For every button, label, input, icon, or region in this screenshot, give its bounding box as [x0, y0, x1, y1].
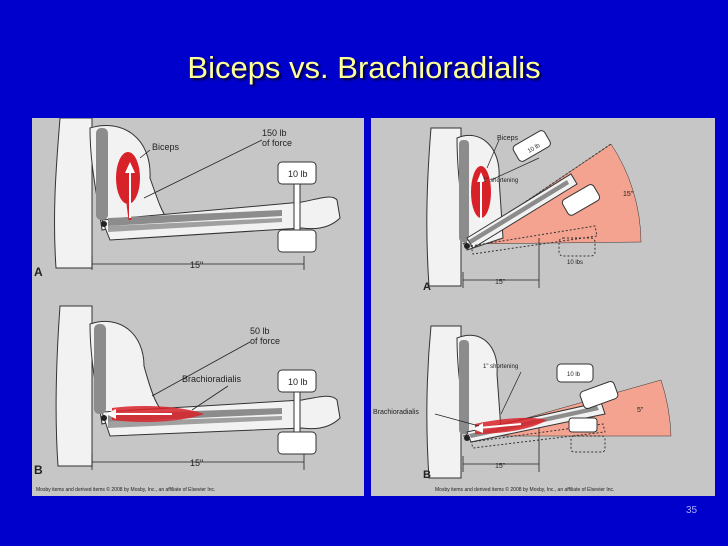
figure-letter-a: A — [34, 265, 43, 279]
radius-bone — [108, 210, 282, 226]
humerus-bone — [459, 340, 469, 434]
copyright-text: Mosby items and derived items © 2008 by … — [435, 486, 614, 493]
dumbbell-plate — [561, 184, 601, 216]
radius-bone — [469, 180, 569, 244]
shortening-label: 1" shortening — [483, 364, 518, 370]
distance-label: 15" — [495, 463, 506, 470]
biceps-pointer — [139, 149, 151, 159]
ulna-bone — [108, 416, 282, 428]
distance-label: 15" — [495, 279, 506, 286]
right-figure-b: 1" shortening Brachioradialis 10 lb 5" 1… — [373, 325, 672, 481]
forearm-start-outline — [470, 423, 606, 449]
weight-label: 10 lb — [288, 377, 308, 387]
weight-label: 10 lb — [288, 169, 308, 179]
force-label-line1: 50 lb — [250, 326, 270, 336]
dumbbell-start-dashed — [570, 435, 606, 453]
arc-label: 5" — [637, 407, 644, 414]
figure-letter-b: B — [34, 463, 43, 477]
copyright-text: Mosby items and derived items © 2008 by … — [36, 486, 215, 493]
biceps-pointer — [486, 139, 500, 169]
right-figure-a: Biceps 1" shortening 10 lb 10 lbs 15" 15… — [423, 127, 642, 293]
figure-letter-b: B — [423, 469, 431, 481]
left-figure-b: Brachioradialis 50 lb of force 10 lb 15"… — [34, 305, 341, 477]
dumbbell-raised — [512, 130, 551, 162]
right-figure-drawing: Biceps 1" shortening 10 lb 10 lbs 15" 15… — [373, 127, 672, 493]
brachioradialis-label: Brachioradialis — [373, 409, 419, 416]
torso-outline — [426, 325, 462, 479]
force-label-line2: of force — [250, 336, 280, 346]
left-figure-panel: Biceps 150 lb of force 10 lb 15" A — [32, 118, 364, 496]
arc-label: 15" — [623, 191, 634, 198]
ulna-bone — [108, 218, 282, 232]
weight-label: 10 lb — [567, 372, 581, 378]
brachioradialis-pointer — [434, 413, 480, 427]
slide-title: Biceps vs. Brachioradialis — [187, 50, 541, 85]
left-figure-drawing: Biceps 150 lb of force 10 lb 15" A — [34, 118, 341, 493]
force-pointer — [151, 341, 251, 397]
shortening-arrow-head — [473, 423, 483, 433]
distance-label: 15" — [190, 458, 203, 468]
force-arrow-head — [125, 162, 135, 173]
dumbbell-plate — [579, 381, 619, 409]
biceps-label: Biceps — [497, 135, 519, 142]
humerus-bone — [459, 140, 469, 242]
biceps-muscle — [116, 152, 140, 204]
dumbbell-bottom-plate — [277, 229, 317, 253]
elbow-joint — [101, 415, 107, 421]
torso-outline — [426, 127, 462, 287]
shortening-arrow — [478, 423, 522, 429]
torso-outline — [54, 118, 93, 269]
dumbbell-bottom-plate — [277, 431, 317, 455]
dumbbell-start-dashed — [558, 237, 596, 257]
brachioradialis-label: Brachioradialis — [182, 374, 242, 384]
shortening-pointer — [500, 371, 522, 415]
brachioradialis-muscle — [475, 417, 547, 434]
humerus-bone — [94, 324, 106, 414]
dumbbell-plate — [512, 130, 551, 162]
brachioradialis-pointer — [191, 385, 229, 411]
upper-arm-outline — [89, 320, 164, 425]
elbow-joint — [464, 243, 470, 249]
right-figure-panel: Biceps 1" shortening 10 lb 10 lbs 15" 15… — [371, 118, 715, 496]
torso-outline — [55, 305, 93, 467]
slide-page-number: 35 — [686, 505, 698, 516]
elbow-joint — [464, 435, 470, 441]
left-figure-a: Biceps 150 lb of force 10 lb 15" A — [34, 118, 341, 279]
force-arrow-head — [106, 409, 116, 419]
elbow-joint — [101, 221, 107, 227]
force-label-line2: of force — [262, 138, 292, 148]
dumbbell-handle — [293, 391, 301, 433]
dumbbell-handle — [293, 183, 301, 231]
distance-label: 15" — [190, 260, 203, 270]
dumbbell-lower-raised — [561, 184, 601, 216]
shortening-label: 1" shortening — [483, 178, 518, 184]
force-pointer — [143, 139, 263, 199]
humerus-bone — [96, 128, 108, 220]
weight-label-lower: 10 lbs — [567, 260, 583, 266]
dumbbell-plate — [556, 363, 594, 383]
shortening-arrow-head — [477, 172, 485, 182]
biceps-label: Biceps — [152, 142, 180, 152]
shortening-pointer — [490, 157, 540, 181]
force-label-line1: 150 lb — [262, 128, 287, 138]
dumbbell-handle-plate — [568, 417, 598, 433]
figure-letter-a: A — [423, 281, 431, 293]
